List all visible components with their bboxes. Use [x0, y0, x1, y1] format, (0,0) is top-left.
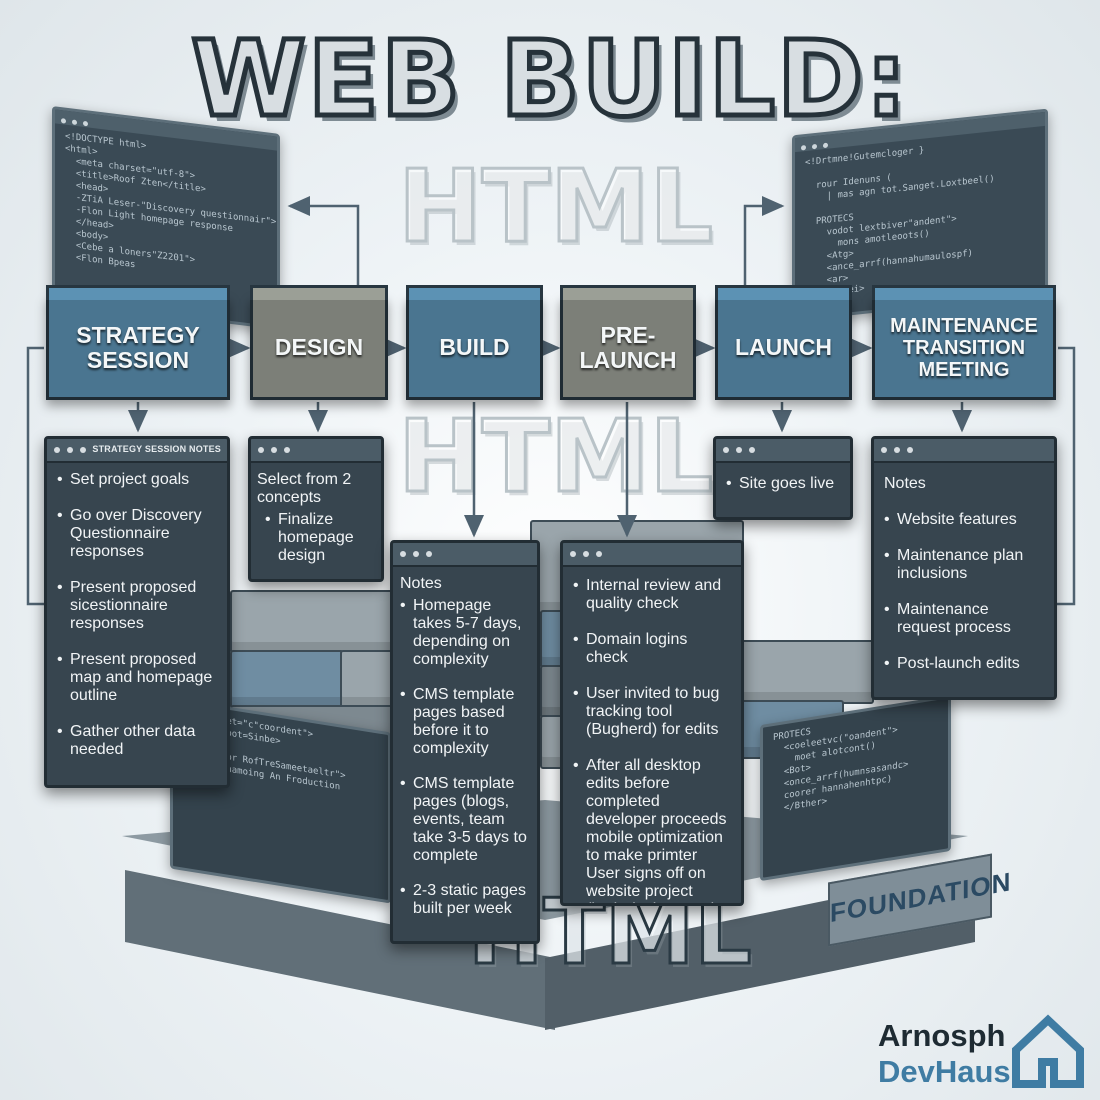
stage-label: MAINTENANCE TRANSITION MEETING	[890, 315, 1038, 381]
notes-build: Notes Homepage takes 5-7 days, depending…	[390, 540, 540, 944]
notes-header	[874, 439, 1054, 463]
notes-strategy-session: STRATEGY SESSION NOTES Set project goals…	[44, 436, 230, 788]
note-item: Internal review and quality check	[573, 577, 733, 613]
notes-list: Internal review and quality check Domain…	[573, 577, 733, 903]
note-item: Gather other data needed	[57, 723, 219, 759]
notes-list: Website features Maintenance plan inclus…	[884, 511, 1046, 673]
note-item: Go over Discovery Questionnaire response…	[57, 507, 219, 561]
stage-label: LAUNCH	[734, 334, 833, 361]
notes-launch: Site goes live	[713, 436, 853, 520]
note-item: CMS template pages based before it to co…	[400, 686, 529, 758]
note-item: Set project goals	[57, 471, 219, 489]
note-item: Homepage takes 5-7 days, depending on co…	[400, 597, 529, 669]
house-icon	[1012, 1014, 1084, 1088]
stage-launch: LAUNCH	[715, 296, 852, 400]
loop-left	[26, 346, 46, 606]
notes-design: Select from 2 concepts Finalize homepage…	[248, 436, 384, 582]
logo-line-2: DevHaus	[878, 1054, 1011, 1089]
page-title: WEB BUILD:	[189, 16, 910, 143]
notes-header: STRATEGY SESSION NOTES	[47, 439, 227, 463]
note-item: User invited to bug tracking tool (Bughe…	[573, 685, 733, 739]
arrow-design-loop	[287, 196, 360, 292]
notes-header	[716, 439, 850, 463]
note-item: Post-launch edits	[884, 655, 1046, 673]
stage-label: STRATEGY SESSION	[76, 321, 200, 373]
note-item: Site goes live	[726, 475, 842, 493]
stage-label: PRE-LAUNCH	[579, 321, 677, 373]
note-item: Maintenance plan inclusions	[884, 547, 1046, 583]
note-item: After all desktop edits before completed…	[573, 757, 733, 903]
stage-maintenance-transition-meeting: MAINTENANCE TRANSITION MEETING	[872, 296, 1056, 400]
ghost-html-top: HTML	[396, 147, 714, 267]
note-item: Present proposed map and homepage outlin…	[57, 651, 219, 705]
notes-header	[563, 543, 741, 567]
note-item: 2-3 static pages built per week	[400, 882, 529, 918]
note-intro: Notes	[884, 475, 926, 492]
stage-strategy-session: STRATEGY SESSION	[46, 296, 230, 400]
arrow-launch-loop	[743, 196, 785, 292]
ghost-html-middle: HTML	[396, 397, 714, 517]
notes-maintenance: Notes Website features Maintenance plan …	[871, 436, 1057, 700]
loop-right	[1056, 346, 1076, 606]
notes-header	[393, 543, 537, 567]
note-item: CMS template pages (blogs, events, team …	[400, 775, 529, 865]
stage-label: BUILD	[439, 334, 510, 361]
note-intro: Select from 2 concepts	[257, 471, 352, 506]
stage-label: DESIGN	[274, 334, 364, 361]
brick	[230, 590, 394, 654]
logo: Arnosph DevHaus	[876, 1012, 1086, 1092]
notes-list: Homepage takes 5-7 days, depending on co…	[400, 597, 529, 918]
note-item: Domain logins check	[573, 631, 733, 667]
stage-design: DESIGN	[250, 296, 388, 400]
stage-pre-launch: PRE-LAUNCH	[560, 296, 696, 400]
note-item: Finalize homepage design	[265, 511, 373, 565]
notes-list: Finalize homepage design	[257, 511, 373, 565]
note-item: Maintenance request process	[884, 601, 1046, 637]
note-item: Website features	[884, 511, 1046, 529]
note-intro: Notes	[400, 575, 442, 592]
notes-list: Set project goals Go over Discovery Ques…	[57, 471, 219, 759]
logo-line-1: Arnosph	[878, 1018, 1006, 1053]
notes-title: STRATEGY SESSION NOTES	[92, 444, 221, 454]
notes-list: Site goes live	[726, 475, 842, 493]
stage-build: BUILD	[406, 296, 543, 400]
note-item: Present proposed sicestionnaire response…	[57, 579, 219, 633]
notes-pre-launch: Internal review and quality check Domain…	[560, 540, 744, 906]
notes-header	[251, 439, 381, 463]
